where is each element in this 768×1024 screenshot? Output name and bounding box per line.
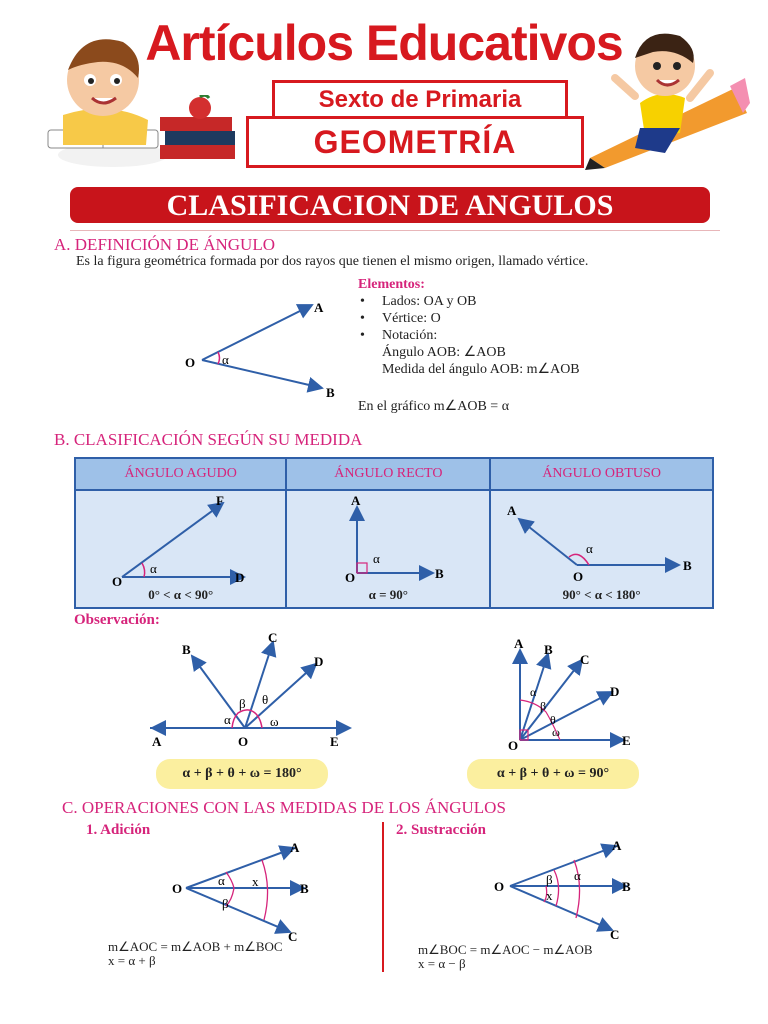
cell-right: O α A B α = 90°: [285, 489, 492, 609]
observation-label: Observación:: [74, 612, 160, 628]
section-b-heading: B. CLASIFICACIÓN SEGÚN SU MEDIDA: [54, 430, 363, 449]
element-angle-notation: Ángulo AOB: ∠AOB: [382, 345, 506, 360]
svg-text:α: α: [574, 868, 581, 883]
brand-title: Artículos Educativos: [145, 15, 623, 71]
header-obtuse: ÁNGULO OBTUSO: [489, 457, 714, 491]
formula-180: α + β + θ + ω = 180°: [156, 759, 328, 789]
angle-classification-table: ÁNGULO AGUDO ÁNGULO RECTO ÁNGULO OBTUSO …: [73, 457, 714, 609]
svg-text:ω: ω: [552, 725, 560, 739]
straight-angle-diagram: A O E B C D α β θ ω: [150, 630, 352, 749]
subtraction-title: 2. Sustracción: [396, 822, 486, 838]
svg-text:B: B: [435, 566, 444, 581]
label-b: B: [326, 385, 335, 400]
boy-reading-illustration: [28, 20, 168, 170]
subtraction-diagram: O β x α A B C: [494, 838, 631, 942]
svg-text:D: D: [610, 684, 619, 699]
svg-text:D: D: [235, 570, 244, 585]
caption-acute: 0° < α < 90°: [148, 587, 214, 602]
section-c-heading: C. OPERACIONES CON LAS MEDIDAS DE LOS ÁN…: [62, 798, 506, 817]
right-angle-diagram: A B C D E O α β θ ω: [508, 636, 631, 753]
page-title: CLASIFICACION DE ANGULOS: [70, 187, 710, 223]
caption-right: α = 90°: [368, 587, 409, 602]
svg-text:x: x: [252, 874, 259, 889]
svg-text:α: α: [586, 541, 593, 556]
svg-text:O: O: [494, 879, 504, 894]
svg-text:B: B: [182, 642, 191, 657]
svg-text:D: D: [314, 654, 323, 669]
addition-formula-2: x = α + β: [108, 953, 156, 968]
column-divider: [382, 822, 384, 972]
svg-text:A: A: [507, 503, 517, 518]
svg-text:α: α: [150, 561, 157, 576]
cell-obtuse: O α A B 90° < α < 180°: [489, 489, 714, 609]
svg-text:O: O: [345, 570, 355, 585]
addition-diagram: O α β x A B C: [172, 840, 309, 944]
svg-text:α: α: [224, 712, 231, 727]
svg-text:β: β: [222, 896, 229, 911]
svg-text:O: O: [112, 574, 122, 589]
svg-text:A: A: [612, 838, 622, 853]
svg-text:A: A: [351, 493, 361, 508]
svg-text:O: O: [238, 734, 248, 749]
svg-text:ω: ω: [270, 714, 279, 729]
angle-definition: Es la figura geométrica formada por dos …: [76, 254, 589, 269]
svg-text:C: C: [610, 927, 619, 942]
svg-text:x: x: [546, 888, 553, 903]
element-measure-notation: Medida del ángulo AOB: m∠AOB: [382, 362, 580, 377]
formula-90: α + β + θ + ω = 90°: [467, 759, 639, 789]
svg-text:O: O: [573, 569, 583, 584]
svg-text:C: C: [288, 929, 297, 944]
label-a: A: [314, 300, 324, 315]
svg-text:E: E: [330, 734, 339, 749]
svg-text:θ: θ: [550, 713, 556, 727]
label-o: O: [185, 355, 195, 370]
subtraction-formulas: m∠BOC = m∠AOC − m∠AOB x = α − β: [418, 943, 593, 971]
subtraction-formula-1: m∠BOC = m∠AOC − m∠AOB: [418, 942, 593, 957]
svg-text:B: B: [544, 642, 553, 657]
addition-formula-1: m∠AOC = m∠AOB + m∠BOC: [108, 939, 283, 954]
svg-text:A: A: [290, 840, 300, 855]
angle-aob-diagram: O α A B: [185, 300, 335, 400]
svg-text:C: C: [580, 652, 589, 667]
svg-text:A: A: [152, 734, 162, 749]
svg-text:F: F: [216, 493, 224, 508]
svg-text:B: B: [683, 558, 692, 573]
svg-text:α: α: [218, 873, 225, 888]
element-notation: Notación:: [358, 327, 658, 344]
svg-text:α: α: [530, 685, 537, 699]
svg-text:α: α: [373, 551, 380, 566]
svg-text:C: C: [268, 630, 277, 645]
addition-title: 1. Adición: [86, 822, 151, 838]
svg-text:B: B: [300, 881, 309, 896]
element-vertex: Vértice: O: [358, 310, 658, 327]
label-alpha: α: [222, 352, 229, 367]
elements-title: Elementos:: [358, 277, 425, 292]
grade-label: Sexto de Primaria: [272, 80, 568, 120]
svg-text:B: B: [622, 879, 631, 894]
section-a-heading: A. DEFINICIÓN DE ÁNGULO: [54, 235, 275, 254]
subtraction-formula-2: x = α − β: [418, 956, 466, 971]
svg-text:β: β: [546, 872, 553, 887]
header-acute: ÁNGULO AGUDO: [73, 457, 288, 491]
svg-text:E: E: [622, 733, 631, 748]
title-divider: [70, 230, 720, 231]
svg-text:O: O: [508, 738, 518, 753]
caption-obtuse: 90° < α < 180°: [562, 587, 641, 602]
svg-text:O: O: [172, 881, 182, 896]
books-apple-illustration: [155, 93, 240, 170]
subject-label: GEOMETRÍA: [246, 116, 584, 168]
boy-pencil-illustration: [585, 18, 750, 173]
svg-text:θ: θ: [262, 692, 268, 707]
addition-formulas: m∠AOC = m∠AOB + m∠BOC x = α + β: [108, 940, 283, 968]
svg-text:β: β: [239, 696, 246, 711]
header-right: ÁNGULO RECTO: [285, 457, 492, 491]
element-sides: Lados: OA y OB: [358, 293, 658, 310]
graph-note: En el gráfico m∠AOB = α: [358, 399, 510, 414]
svg-text:A: A: [514, 636, 524, 651]
cell-acute: O α F D 0° < α < 90°: [73, 489, 288, 609]
elements-box: Elementos: Lados: OA y OB Vértice: O Not…: [358, 277, 658, 378]
svg-text:β: β: [540, 699, 546, 713]
